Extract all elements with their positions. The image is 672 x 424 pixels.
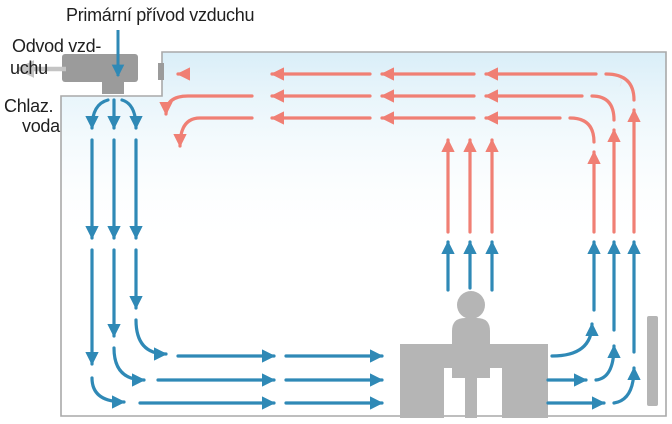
cool-air-arrow: [120, 98, 143, 130]
cool-air-arrow: [134, 318, 168, 361]
desk-icon: [400, 344, 548, 418]
exhaust-air-label-continuation: uchu: [10, 58, 48, 78]
person-icon: [452, 291, 490, 418]
duct-damper: [158, 63, 164, 80]
room-outline: [60, 51, 667, 417]
cool-air-arrow: [594, 344, 621, 382]
duct-body: [62, 54, 138, 82]
warm-air-arrow: [604, 72, 636, 102]
warm-air-arrow: [615, 75, 622, 87]
desk-top: [400, 344, 548, 368]
chilled-beam-icon: [62, 54, 164, 94]
warm-air-arrow: [173, 116, 254, 148]
desk-leg-right: [502, 366, 548, 418]
warm-air-arrow: [568, 116, 596, 144]
room: [60, 51, 667, 417]
cool-air-flow: [85, 98, 641, 410]
cool-air-arrow: [112, 346, 146, 387]
chilled-water-label: Chlaz.: [4, 96, 54, 116]
exhaust-air-label: Odvod vzd-: [12, 36, 102, 56]
warm-air-arrow: [159, 94, 254, 116]
cool-air-arrow: [612, 366, 641, 405]
duct-neck: [102, 80, 124, 94]
warm-air-flow: [159, 67, 641, 234]
person-head: [457, 291, 485, 319]
cool-air-arrow: [90, 376, 126, 409]
chilled-water-label-continuation: voda: [22, 116, 60, 136]
chair-seat: [452, 366, 490, 378]
person-body: [452, 318, 490, 346]
chair-stem: [465, 376, 477, 418]
room-ceiling-tint: [61, 52, 666, 250]
cool-air-arrow: [550, 322, 599, 358]
primary-air-supply-label: Primární přívod vzduchu: [66, 5, 255, 25]
cool-air-arrow: [85, 98, 110, 130]
warm-air-arrow: [590, 94, 616, 122]
desk-leg-left: [400, 366, 444, 418]
radiator-icon: [647, 316, 658, 406]
